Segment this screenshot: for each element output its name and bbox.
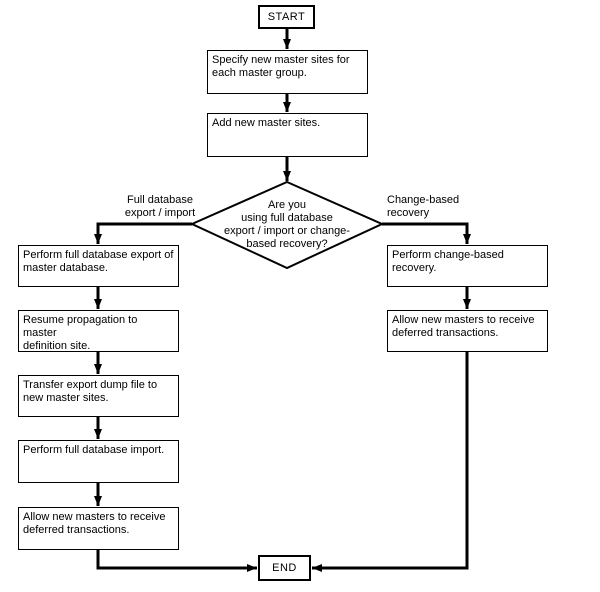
end-node: END — [258, 555, 311, 581]
branch-label-change-recovery: Change-based recovery — [387, 194, 460, 219]
connector-allow-right-to-end — [312, 352, 469, 572]
connector-allow-left-to-end — [96, 550, 257, 572]
process-add-sites: Add new master sites. — [207, 113, 368, 157]
process-full-export: Perform full database export of master d… — [18, 245, 179, 287]
connector-decision-to-full-export — [94, 222, 192, 244]
decision-diamond-shape — [189, 180, 385, 270]
start-node: START — [258, 5, 315, 29]
process-full-import: Perform full database import. — [18, 440, 179, 483]
process-change-recovery: Perform change-based recovery. — [387, 245, 548, 287]
connector-decision-to-change-recovery — [382, 222, 471, 244]
process-allow-masters-left: Allow new masters to receive deferred tr… — [18, 507, 179, 550]
branch-label-full-export: Full database export / import — [124, 194, 196, 219]
decision-node-text: Are you using full database export / imp… — [224, 199, 350, 250]
process-specify-sites: Specify new master sites for each master… — [207, 50, 368, 94]
process-allow-masters-right: Allow new masters to receive deferred tr… — [387, 310, 548, 352]
process-resume-propagation: Resume propagation to master definition … — [18, 310, 179, 352]
process-transfer-dump: Transfer export dump file to new master … — [18, 375, 179, 417]
